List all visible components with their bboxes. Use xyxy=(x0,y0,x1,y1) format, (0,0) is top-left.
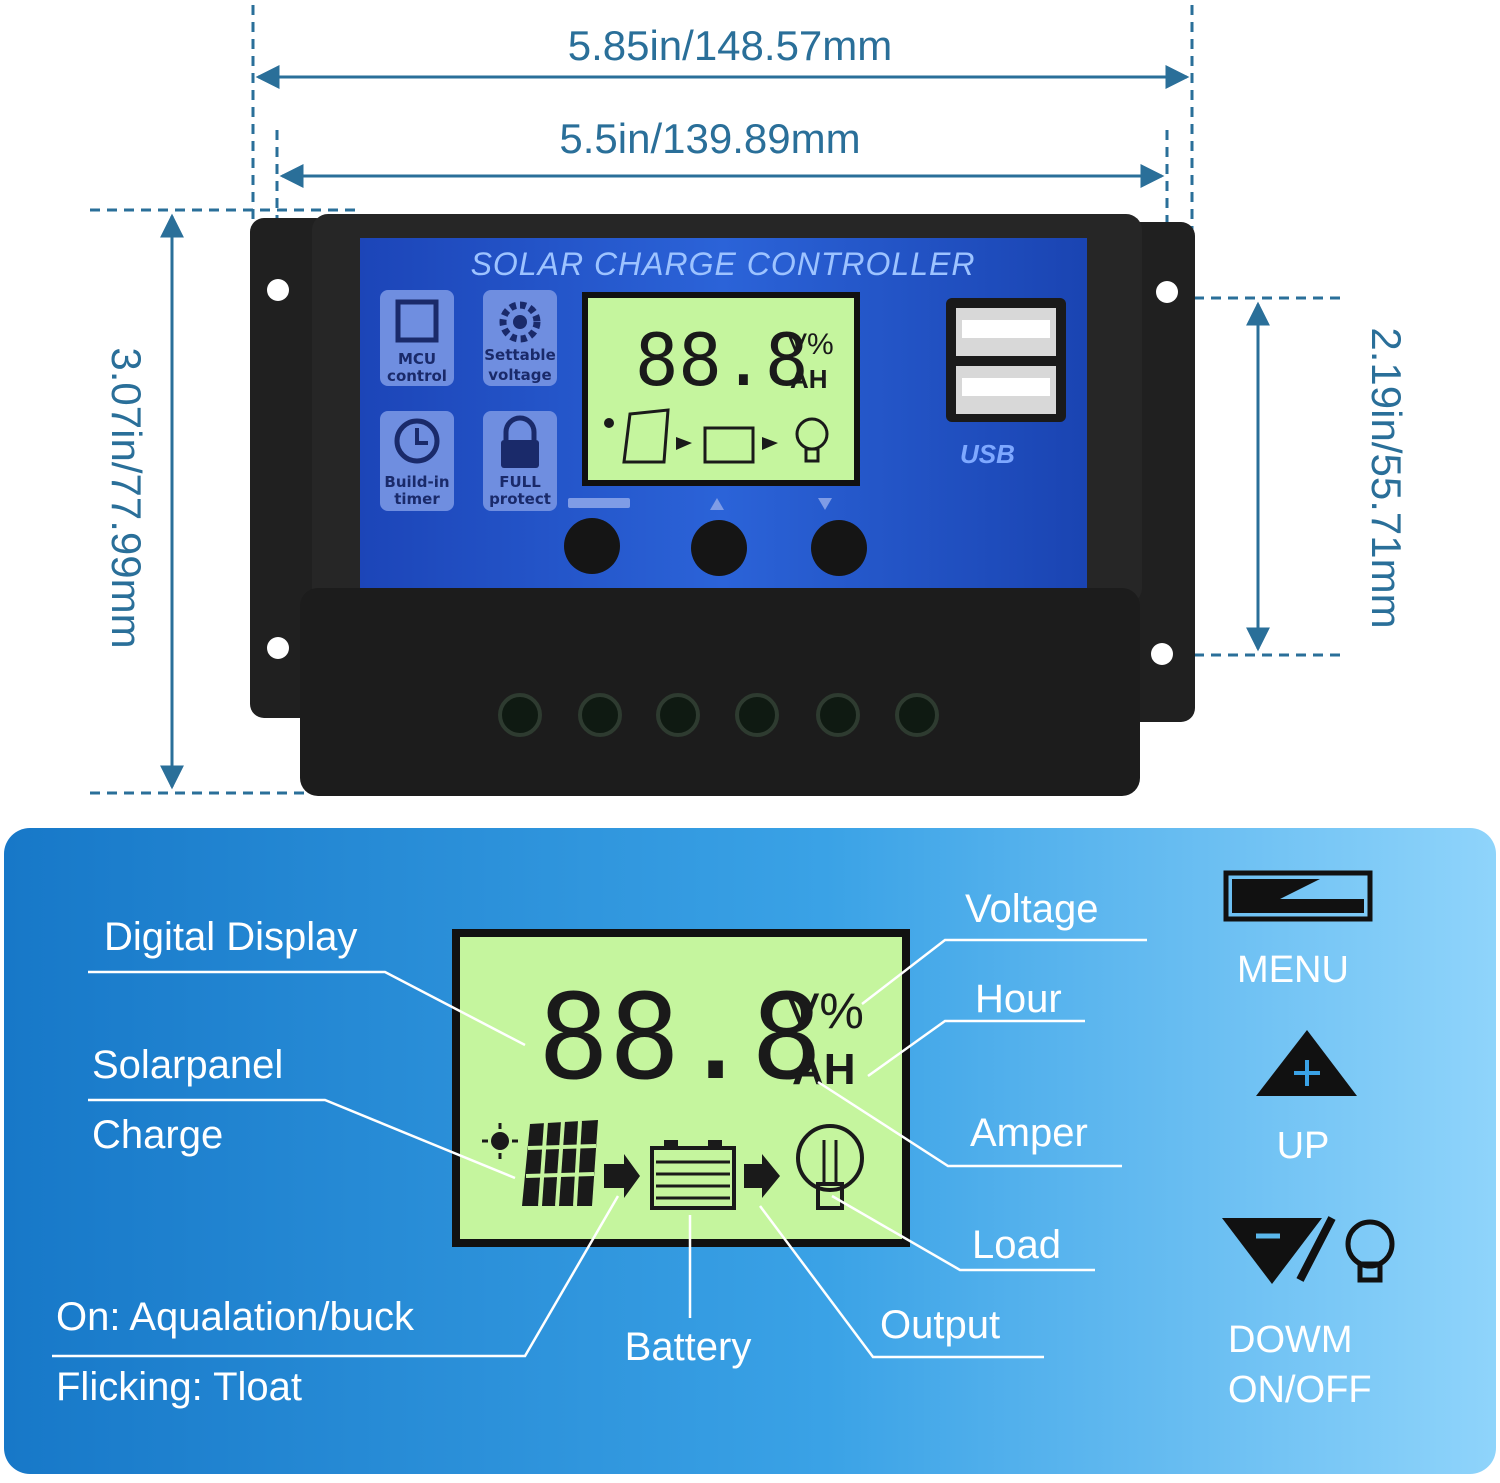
down-triangle-icon xyxy=(1222,1218,1322,1284)
label-digital-display: Digital Display xyxy=(104,915,357,959)
mount-hole xyxy=(267,637,289,659)
label-on-state: On: Aqualation/buck xyxy=(56,1295,415,1339)
overall-height-label: 3.07in/77.99mm xyxy=(103,347,150,648)
label-load: Load xyxy=(972,1223,1061,1267)
menu-icon xyxy=(1223,870,1373,922)
device-title: SOLAR CHARGE CONTROLLER xyxy=(471,246,976,282)
feature-tile-mcu: MCU control xyxy=(380,290,454,386)
mount-width-label: 5.5in/139.89mm xyxy=(559,115,860,162)
device-up-button[interactable] xyxy=(691,520,747,576)
lcd-unit-top: V% xyxy=(787,328,834,361)
feature-label: control xyxy=(387,367,447,385)
sun-icon xyxy=(604,418,614,428)
arrow-icon xyxy=(676,437,692,450)
label-flicking-state: Flicking: Tloat xyxy=(56,1365,302,1409)
arrow-icon xyxy=(604,1154,640,1198)
device-lcd: 88.8 V% AH xyxy=(582,292,860,486)
feature-tile-timer: Build-in timer xyxy=(380,411,454,511)
down-label: DOWM xyxy=(1228,1319,1353,1361)
leader-lines xyxy=(52,938,1147,1359)
menu-label: MENU xyxy=(1237,949,1349,991)
terminal-block xyxy=(300,588,1140,796)
lock-icon xyxy=(503,415,537,440)
feature-label: FULL xyxy=(499,473,541,491)
label-charge: Charge xyxy=(92,1113,223,1157)
feature-tile-protect: FULL protect xyxy=(483,411,557,511)
sun-icon xyxy=(491,1132,509,1150)
feature-label: Settable xyxy=(484,346,556,364)
chip-icon xyxy=(395,299,439,343)
up-key-legend: UP xyxy=(1256,1030,1357,1167)
menu-key-marking xyxy=(568,498,630,508)
up-key-marking xyxy=(710,498,724,510)
lcd-unit-bottom: AH xyxy=(790,364,828,394)
down-key-legend: DOWM ON/OFF xyxy=(1222,1216,1395,1411)
lcd-digits: 88.8 xyxy=(635,318,808,402)
battery-icon xyxy=(650,1146,736,1210)
arrow-icon xyxy=(762,437,778,450)
label-solarpanel: Solarpanel xyxy=(92,1043,283,1087)
mount-height-label: 2.19in/55.71mm xyxy=(1363,327,1410,628)
mount-hole xyxy=(267,279,289,301)
bulb-icon xyxy=(796,1124,864,1192)
up-label: UP xyxy=(1277,1125,1330,1167)
gear-icon xyxy=(499,301,541,343)
feature-label: MCU xyxy=(398,350,436,368)
dimension-lines xyxy=(90,5,1345,795)
mount-hole xyxy=(1151,643,1173,665)
arrow-icon xyxy=(744,1154,780,1198)
solar-panel-icon xyxy=(622,408,670,464)
label-output: Output xyxy=(880,1303,1000,1347)
feature-label: protect xyxy=(489,490,551,508)
battery-icon xyxy=(703,426,755,464)
label-battery: Battery xyxy=(625,1325,752,1369)
menu-key-legend: MENU xyxy=(1223,870,1373,991)
large-lcd-digits: 88.8 xyxy=(538,968,822,1106)
terminal-screws xyxy=(498,693,939,737)
onoff-label: ON/OFF xyxy=(1228,1369,1372,1411)
label-voltage: Voltage xyxy=(965,887,1098,931)
feature-tile-voltage: Settable voltage xyxy=(483,290,557,386)
sun-rays xyxy=(482,1123,518,1159)
clock-icon xyxy=(394,418,440,464)
device-down-button[interactable] xyxy=(811,520,867,576)
feature-label: voltage xyxy=(488,366,551,384)
feature-label: Build-in xyxy=(384,473,449,491)
device-menu-button[interactable] xyxy=(564,518,620,574)
slash-icon xyxy=(1296,1216,1336,1282)
feature-label: timer xyxy=(394,490,440,508)
usb-ports: USB xyxy=(946,298,1066,469)
mount-hole xyxy=(1156,281,1178,303)
large-lcd-unit-top: V% xyxy=(786,983,864,1039)
usb-label: USB xyxy=(960,439,1015,469)
large-lcd: 88.8 V% AH xyxy=(452,929,910,1247)
overall-width-label: 5.85in/148.57mm xyxy=(568,22,893,69)
label-hour: Hour xyxy=(975,977,1062,1021)
charge-controller-device: SOLAR CHARGE CONTROLLER MCU control Sett… xyxy=(250,214,1195,796)
label-amper: Amper xyxy=(970,1111,1088,1155)
down-key-marking xyxy=(818,498,832,510)
